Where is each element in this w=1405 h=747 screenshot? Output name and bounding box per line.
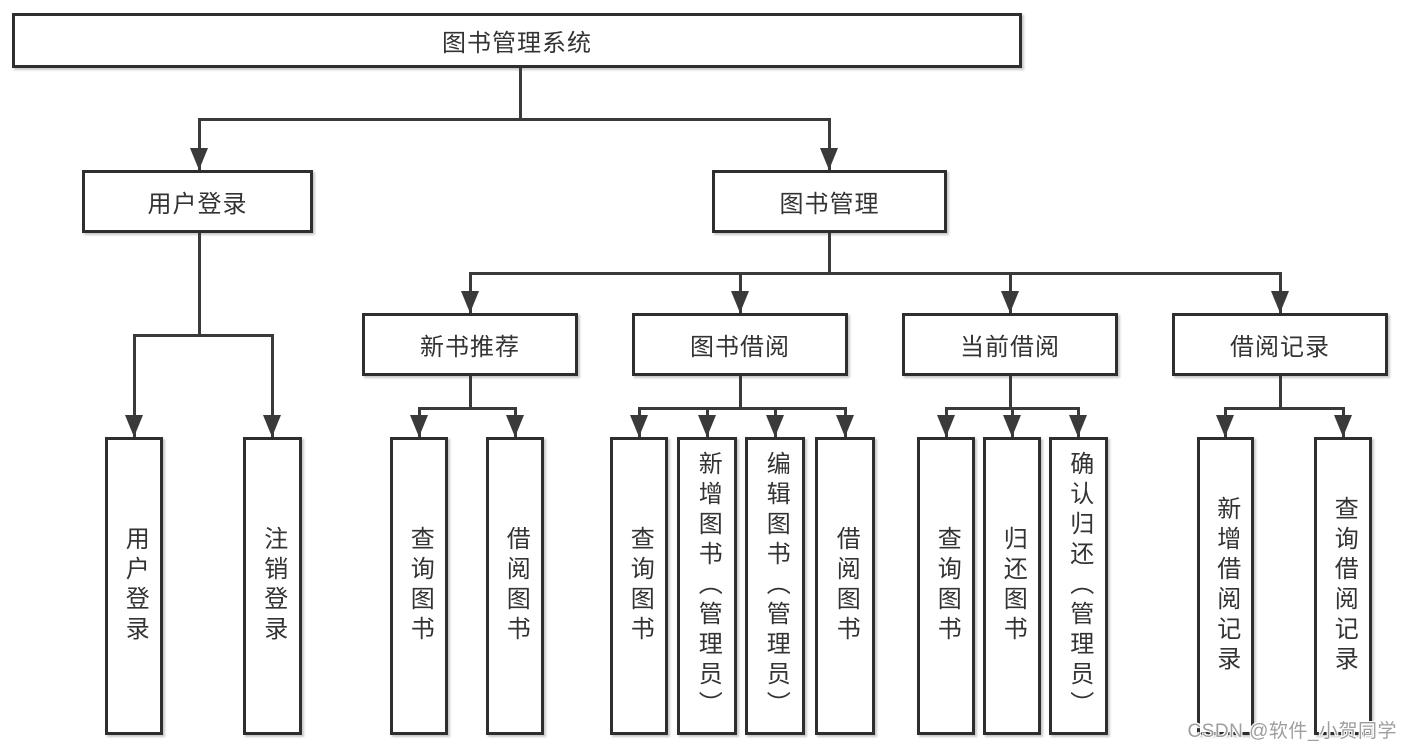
arrow-down-icon [937, 407, 955, 437]
arrow-down-icon [1003, 407, 1021, 437]
leaf-borrow-books-label: 借阅图书 [832, 526, 860, 646]
connector-vline [197, 233, 201, 337]
leaf-add-books-admin: 新增图书（管理员） [677, 437, 737, 735]
node-book-management-label: 图书管理 [779, 191, 880, 218]
csdn-watermark: CSDN @软件_小贺同学 [1187, 721, 1397, 742]
arrow-down-icon [1001, 272, 1019, 313]
node-borrow-records: 借阅记录 [1172, 313, 1388, 376]
leaf-query-books-recommend: 查询图书 [390, 437, 448, 735]
leaf-borrow-books-recommend: 借阅图书 [486, 437, 544, 735]
arrow-down-icon [506, 407, 524, 437]
node-book-borrow: 图书借阅 [632, 313, 848, 376]
arrow-down-icon [836, 407, 854, 437]
node-root: 图书管理系统 [12, 13, 1022, 68]
arrow-down-icon [766, 407, 784, 437]
connector-hline [197, 118, 831, 121]
arrow-down-icon [461, 272, 479, 313]
leaf-edit-books-admin-label: 编辑图书（管理员） [762, 451, 790, 721]
arrow-down-icon [125, 334, 143, 437]
arrow-down-icon [731, 272, 749, 313]
arrow-down-icon [190, 118, 208, 170]
connector-vline [1008, 376, 1012, 410]
connector-vline [1278, 376, 1282, 410]
leaf-user-login-label: 用户登录 [121, 526, 149, 646]
leaf-add-borrow-record: 新增借阅记录 [1197, 437, 1254, 735]
arrow-down-icon [1334, 407, 1352, 437]
leaf-add-books-admin-label: 新增图书（管理员） [694, 451, 722, 721]
leaf-query-books-current: 查询图书 [917, 437, 975, 735]
arrow-down-icon [630, 407, 648, 437]
leaf-query-borrow-record-label: 查询借阅记录 [1330, 496, 1358, 676]
leaf-logout: 注销登录 [243, 437, 302, 735]
leaf-return-books: 归还图书 [983, 437, 1041, 735]
connector-vline [738, 376, 742, 410]
node-root-label: 图书管理系统 [442, 30, 592, 57]
node-borrow-records-label: 借阅记录 [1230, 334, 1330, 361]
arrow-down-icon [1216, 407, 1234, 437]
arrow-down-icon [820, 118, 838, 170]
leaf-user-login: 用户登录 [105, 437, 163, 735]
node-user-login-label: 用户登录 [147, 191, 248, 218]
connector-vline [518, 68, 522, 121]
leaf-borrow-books: 借阅图书 [815, 437, 875, 735]
node-new-book-recommend-label: 新书推荐 [420, 334, 520, 361]
connector-hline [468, 272, 1282, 275]
arrow-down-icon [1271, 272, 1289, 313]
leaf-query-books-borrow: 查询图书 [610, 437, 668, 735]
arrow-down-icon [1069, 407, 1087, 437]
leaf-query-books-recommend-label: 查询图书 [406, 526, 434, 646]
leaf-edit-books-admin: 编辑图书（管理员） [745, 437, 805, 735]
arrow-down-icon [698, 407, 716, 437]
node-book-borrow-label: 图书借阅 [690, 334, 790, 361]
connector-hline [637, 407, 847, 410]
connector-hline [1223, 407, 1345, 410]
leaf-return-books-label: 归还图书 [999, 526, 1027, 646]
node-new-book-recommend: 新书推荐 [362, 313, 578, 376]
arrow-down-icon [263, 334, 281, 437]
leaf-add-borrow-record-label: 新增借阅记录 [1212, 496, 1240, 676]
connector-vline [827, 233, 831, 275]
leaf-logout-label: 注销登录 [259, 526, 287, 646]
connector-hline [417, 407, 517, 410]
leaf-confirm-return-admin: 确认归还（管理员） [1049, 437, 1108, 735]
node-user-login: 用户登录 [82, 170, 313, 233]
leaf-query-books-borrow-label: 查询图书 [626, 526, 654, 646]
arrow-down-icon [410, 407, 428, 437]
leaf-query-books-current-label: 查询图书 [933, 526, 961, 646]
node-current-borrow: 当前借阅 [902, 313, 1118, 376]
leaf-confirm-return-admin-label: 确认归还（管理员） [1065, 451, 1093, 721]
leaf-borrow-books-recommend-label: 借阅图书 [502, 526, 530, 646]
connector-vline [468, 376, 472, 410]
connector-hline [132, 334, 274, 337]
node-current-borrow-label: 当前借阅 [960, 334, 1060, 361]
node-book-management: 图书管理 [712, 170, 947, 233]
leaf-query-borrow-record: 查询借阅记录 [1314, 437, 1372, 735]
